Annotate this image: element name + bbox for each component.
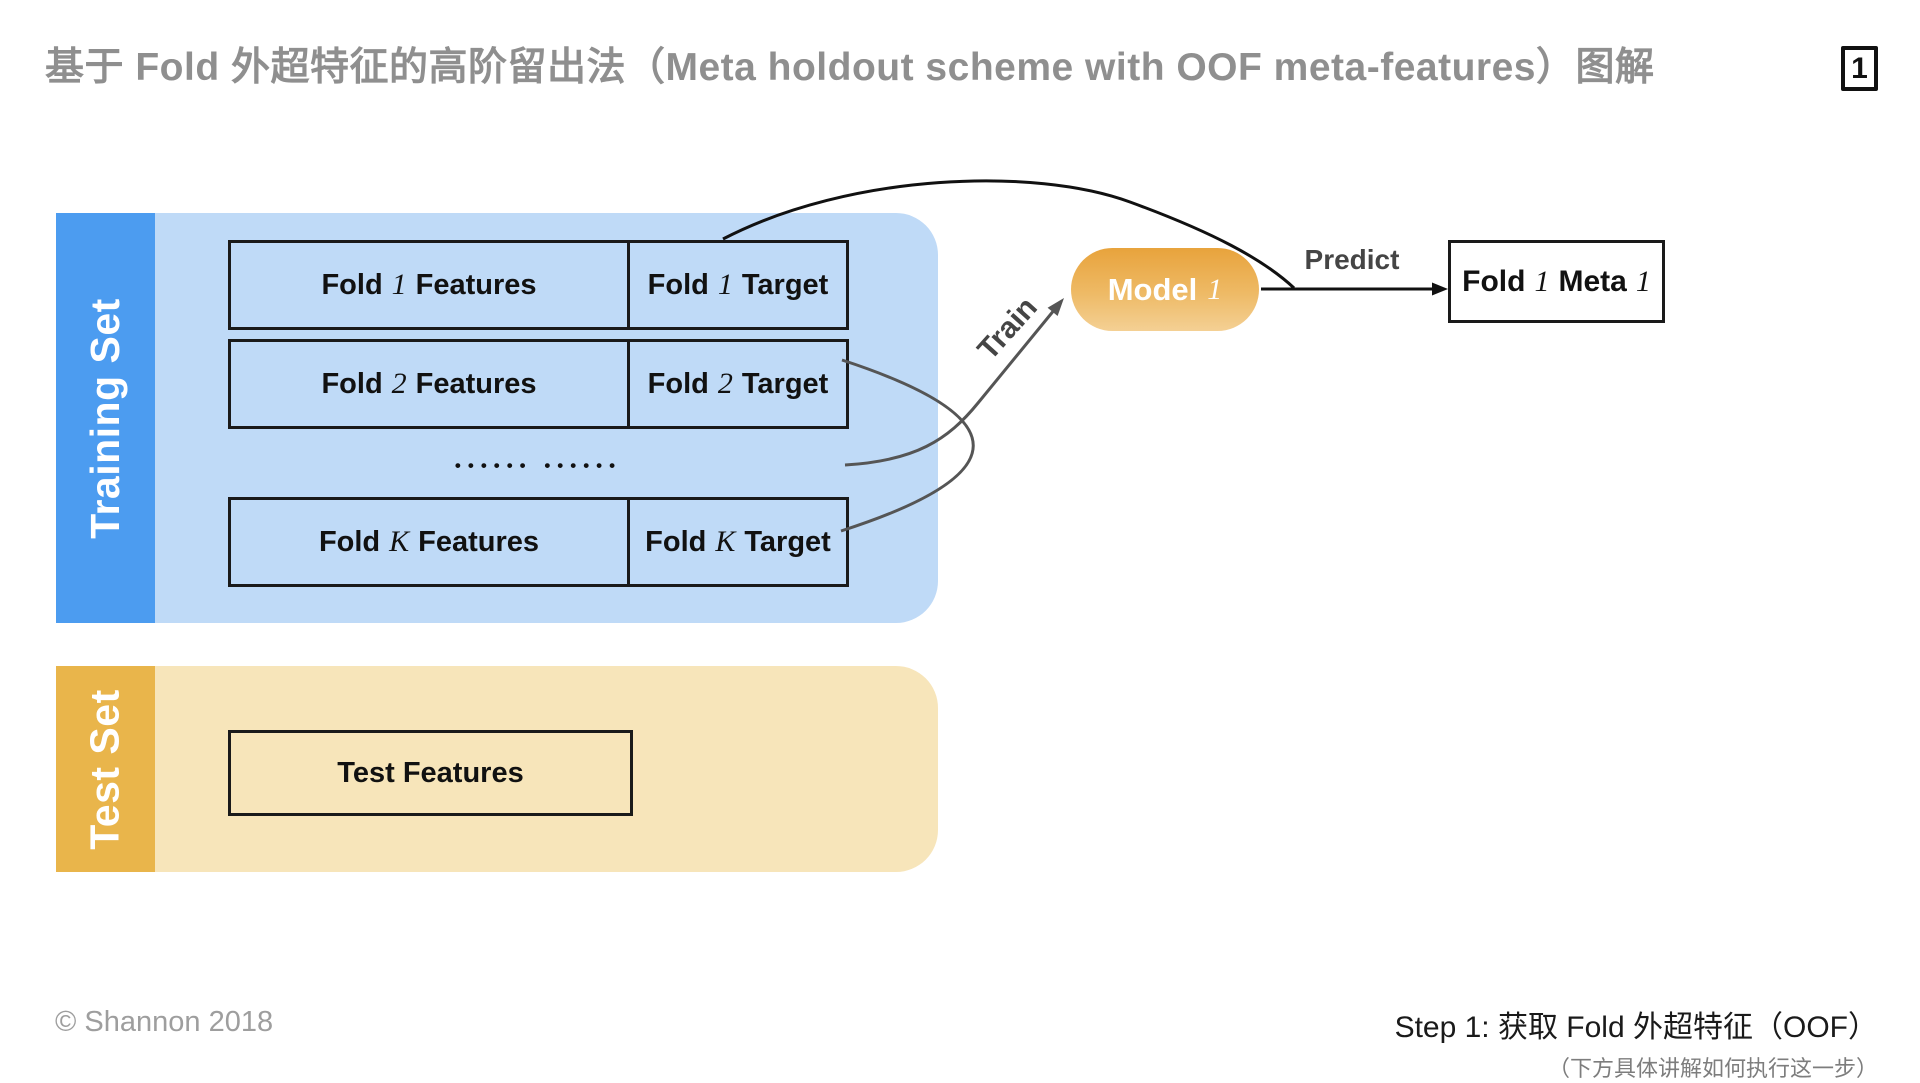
test-features-box: Test Features bbox=[228, 730, 633, 816]
fold-number: K bbox=[715, 525, 736, 558]
predict-edge-label: Predict bbox=[1304, 244, 1400, 275]
train-edge-label: Train bbox=[971, 290, 1044, 367]
fold-number: K bbox=[389, 525, 410, 558]
fold-number: 1 bbox=[391, 268, 407, 301]
fold-number: 2 bbox=[391, 367, 407, 400]
training-set-label: Training Set bbox=[82, 297, 128, 539]
target-word: Target bbox=[741, 367, 829, 400]
target-word: Target bbox=[744, 525, 831, 558]
features-word: Features bbox=[418, 525, 540, 558]
page-title: 基于 Fold 外超特征的高阶留出法（Meta holdout scheme w… bbox=[45, 46, 1655, 89]
fold-number: 1 bbox=[1534, 264, 1550, 298]
folds-ellipsis: •••••• •••••• bbox=[454, 456, 623, 475]
fold-word: Fold bbox=[318, 525, 381, 558]
fold-word: Fold bbox=[321, 367, 383, 400]
features-word: Features bbox=[415, 367, 537, 400]
features-word: Features bbox=[415, 268, 537, 301]
fold-word: Fold bbox=[1462, 264, 1526, 298]
training-set-sidebar: Training Set bbox=[56, 213, 155, 623]
test-set-sidebar: Test Set bbox=[56, 666, 155, 872]
step-note: Step 1: 获取 Fold 外超特征（OOF） （下方具体讲解如何执行这一步… bbox=[1395, 1002, 1878, 1083]
fold-word: Fold bbox=[321, 268, 383, 301]
test-set-band: Test Set Test Features bbox=[56, 666, 938, 872]
target-word: Target bbox=[741, 268, 829, 301]
step-title: Step 1: 获取 Fold 外超特征（OOF） bbox=[1394, 1011, 1878, 1044]
fold-word: Fold bbox=[647, 268, 709, 301]
fold-number: 2 bbox=[717, 367, 733, 400]
meta-number: 1 bbox=[1635, 264, 1651, 298]
step-subtitle: （下方具体讲解如何执行这一步） bbox=[1547, 1056, 1878, 1081]
copyright-text: © Shannon 2018 bbox=[55, 1006, 274, 1038]
meta-word: Meta bbox=[1558, 264, 1627, 298]
fold-word: Fold bbox=[647, 367, 709, 400]
fold-word: Fold bbox=[645, 525, 707, 558]
predict-arrowhead bbox=[1432, 282, 1448, 296]
fold-number: 1 bbox=[717, 268, 733, 301]
model-number: 1 bbox=[1207, 272, 1223, 306]
test-set-pool bbox=[155, 666, 938, 872]
model-word: Model bbox=[1107, 271, 1198, 307]
model-node: Model 1 bbox=[1071, 248, 1259, 331]
test-set-label: Test Set bbox=[82, 688, 129, 850]
page-number-badge: 1 bbox=[1841, 46, 1878, 91]
